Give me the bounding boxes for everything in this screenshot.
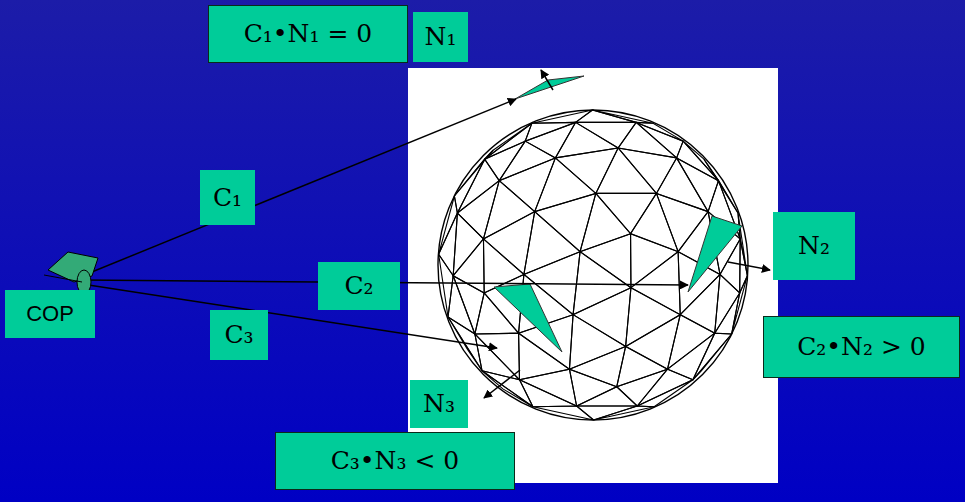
normal-vector (541, 70, 553, 90)
sphere-facet (453, 276, 484, 334)
formula-text: C₃•N₃ < 0 (331, 447, 460, 475)
sphere-facet (519, 369, 576, 406)
sphere-facet (482, 371, 533, 407)
equation-box: C₁•N₁ = 0 (208, 5, 408, 63)
sphere-facet (618, 148, 676, 193)
sphere-facet (569, 369, 616, 406)
normal-vectors (484, 70, 770, 398)
sphere-outline (438, 110, 748, 420)
image-panel (408, 68, 778, 483)
sphere-facet (617, 369, 668, 406)
formula-text: C₁•N₁ = 0 (244, 20, 373, 48)
sphere-facet (596, 148, 657, 193)
sphere-facet (592, 110, 653, 123)
sphere-facet (637, 369, 693, 406)
sphere-facet (693, 333, 732, 380)
formula-text: C₂ (344, 272, 373, 300)
view-vectors (82, 99, 688, 348)
normal-vector (484, 370, 520, 398)
vector-label: N₁ (413, 12, 468, 62)
sphere-facet (439, 213, 458, 276)
face-3 (494, 284, 562, 352)
sphere-facet (573, 288, 631, 347)
sphere-facet (683, 141, 718, 181)
sphere-facet (631, 234, 679, 288)
sphere-facet (499, 158, 555, 212)
formula-text: C₃ (224, 321, 253, 349)
sphere-facet (573, 252, 631, 315)
sphere-facet (594, 406, 655, 420)
view-vector (82, 99, 516, 276)
equation-box: C₂•N₂ > 0 (763, 316, 960, 378)
face-1 (515, 76, 584, 99)
sphere-facet (555, 148, 618, 193)
equation-box: C₃•N₃ < 0 (275, 432, 515, 490)
sphere-facet (525, 122, 575, 141)
sphere-facet (482, 371, 533, 407)
sphere-facet (569, 315, 625, 370)
formula-text: N₁ (425, 23, 457, 51)
formula-text: C₂•N₂ > 0 (797, 333, 926, 361)
sphere-facet (457, 181, 499, 239)
normal-vector (728, 262, 770, 270)
sphere-facet (617, 346, 668, 386)
sphere-facet (580, 234, 631, 288)
sphere-facet (576, 110, 637, 122)
sphere-facet (524, 212, 580, 275)
vector-label: C₃ (210, 310, 268, 360)
vector-label: C₂ (318, 262, 400, 310)
sphere-facet (439, 196, 458, 254)
sphere-facet (519, 333, 570, 380)
sphere-facet (525, 122, 575, 158)
sphere-facet (577, 387, 638, 406)
camera-icon (44, 252, 98, 294)
geodesic-sphere (438, 110, 748, 420)
sphere-facet (693, 334, 732, 380)
sphere-facet (533, 406, 594, 420)
sphere-facet (569, 346, 625, 386)
sphere-facet (656, 158, 708, 212)
vector-label: N₃ (410, 380, 468, 428)
label-text: COP (26, 302, 74, 326)
sphere-facet (680, 274, 720, 333)
vector-label: N₂ (773, 212, 855, 280)
sphere-facet (631, 252, 680, 315)
sphere-facet (483, 212, 534, 275)
sphere-facet (535, 193, 596, 251)
formula-text: N₃ (423, 390, 455, 418)
vector-label: C₁ (200, 170, 255, 225)
view-vector (82, 284, 497, 348)
sphere-facet (668, 315, 715, 370)
sphere-facet (626, 288, 681, 347)
face-2 (688, 216, 742, 292)
camera-label: COP (5, 290, 95, 338)
sphere-facet (485, 141, 526, 181)
sphere-facet (439, 254, 454, 317)
formula-text: C₁ (213, 184, 242, 212)
sphere-facet (596, 193, 657, 233)
formula-text: N₂ (798, 232, 830, 260)
